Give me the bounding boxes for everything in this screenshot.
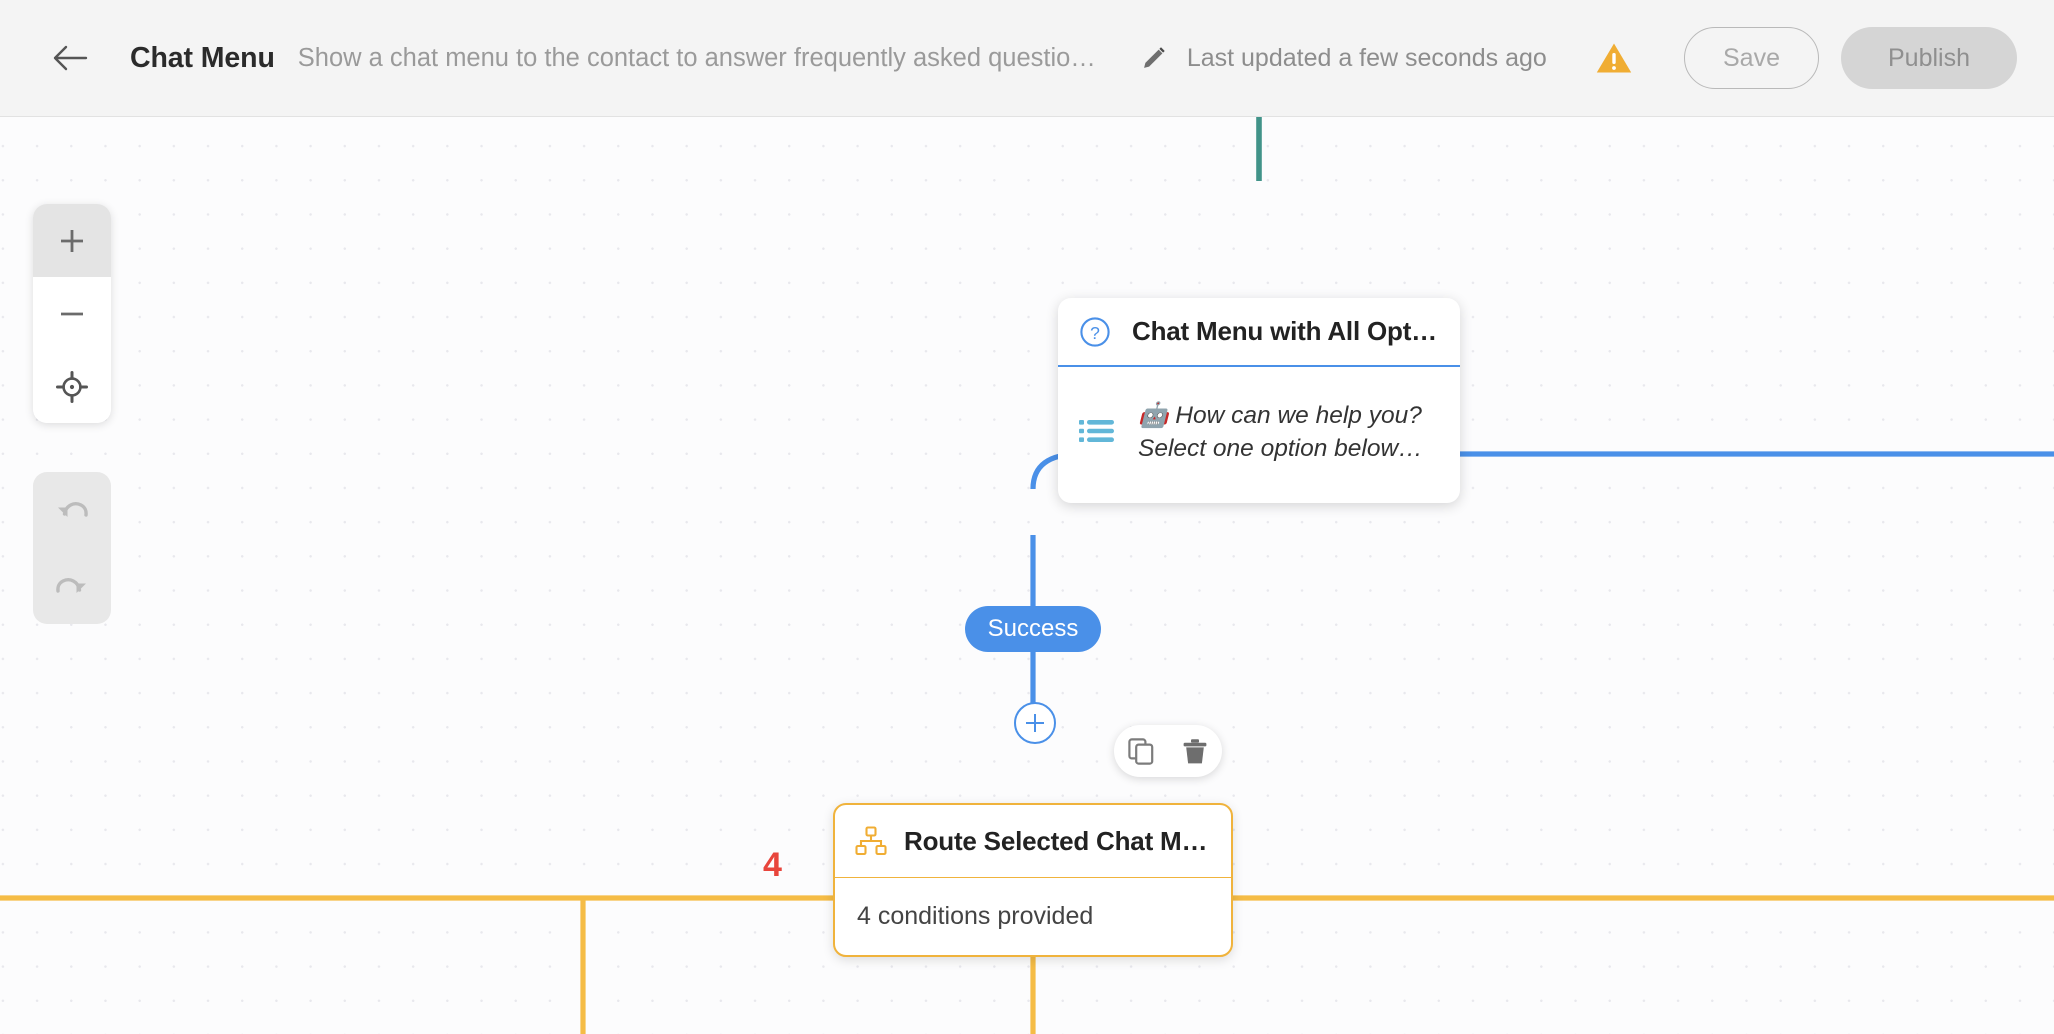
undo-arrow-icon [58, 502, 88, 517]
zoom-out-button[interactable] [33, 277, 111, 350]
list-icon [1078, 414, 1116, 453]
back-button[interactable] [43, 31, 97, 85]
route-node-body: 4 conditions provided [835, 878, 1231, 955]
chat-menu-message-line-1: 🤖 How can we help you? [1138, 402, 1422, 430]
crosshair-target-icon [56, 370, 88, 403]
step-number-badge: 4 [763, 846, 782, 884]
add-step-button[interactable] [1014, 702, 1056, 744]
svg-text:?: ? [1090, 323, 1100, 343]
flow-canvas[interactable]: ? Chat Menu with All Opti… [0, 117, 2054, 1034]
copy-icon [1127, 737, 1153, 765]
recenter-button[interactable] [33, 350, 111, 423]
publish-button[interactable]: Publish [1841, 27, 2017, 89]
pencil-icon[interactable] [1139, 43, 1169, 73]
undo-button[interactable] [33, 472, 111, 548]
redo-arrow-icon [56, 578, 86, 593]
page-title: Chat Menu [130, 41, 275, 74]
zoom-controls-panel [33, 204, 111, 423]
chat-menu-node-title: Chat Menu with All Opti… [1132, 316, 1440, 346]
arrow-left-icon [53, 45, 88, 71]
node-context-toolbar [1114, 725, 1222, 777]
duplicate-node-button[interactable] [1121, 731, 1161, 771]
question-circle-glyph: ? [1080, 316, 1110, 347]
page-description: Show a chat menu to the contact to answe… [297, 43, 1096, 72]
route-node-header: Route Selected Chat Me… [835, 805, 1231, 878]
chat-menu-message-line-2: Select one option below… [1138, 435, 1423, 462]
question-circle-icon: ? [1078, 315, 1112, 349]
pencil-glyph [1143, 47, 1165, 68]
plus-icon [61, 229, 83, 252]
app-header: Chat Menu Show a chat menu to the contac… [0, 0, 2054, 117]
route-node[interactable]: Route Selected Chat Me… 4 conditions pro… [833, 803, 1233, 957]
save-button[interactable]: Save [1684, 27, 1819, 89]
route-node-conditions: 4 conditions provided [857, 902, 1094, 930]
trash-icon [1183, 738, 1207, 763]
zoom-in-button[interactable] [33, 204, 111, 277]
list-glyph [1079, 419, 1114, 442]
chat-menu-node[interactable]: ? Chat Menu with All Opti… [1058, 298, 1460, 503]
warning-triangle-icon[interactable] [1595, 39, 1633, 77]
chat-menu-message: 🤖 How can we help you? Select one option… [1138, 400, 1423, 465]
chat-menu-node-header: ? Chat Menu with All Opti… [1058, 298, 1460, 367]
last-updated-text: Last updated a few seconds ago [1186, 43, 1547, 72]
last-updated-group: Last updated a few seconds ago [1139, 43, 1547, 73]
route-node-title: Route Selected Chat Me… [904, 825, 1211, 856]
sitemap-glyph [855, 826, 887, 856]
warning-glyph [1596, 43, 1632, 73]
minus-icon [61, 312, 83, 315]
history-controls-panel [33, 472, 111, 624]
edge-label-success[interactable]: Success [965, 606, 1101, 652]
chat-menu-node-body: 🤖 How can we help you? Select one option… [1058, 367, 1460, 499]
redo-button[interactable] [33, 548, 111, 624]
delete-node-button[interactable] [1175, 731, 1215, 771]
sitemap-icon [855, 826, 887, 856]
